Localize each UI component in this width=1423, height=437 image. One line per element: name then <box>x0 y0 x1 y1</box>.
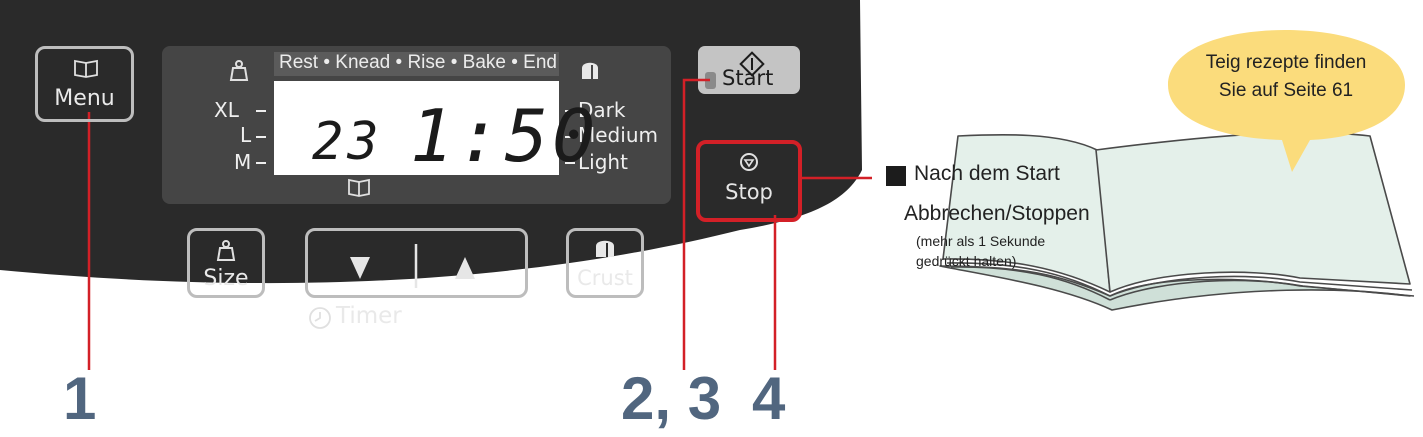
stage-bar <box>274 52 559 76</box>
callout-number-1: 1 <box>63 365 97 432</box>
triangle-up-icon <box>455 257 475 279</box>
lcd-time: 1:50 <box>410 94 600 178</box>
bread-icon <box>582 62 598 79</box>
stop-note-detail1: (mehr als 1 Sekunde <box>916 233 1046 249</box>
callout-number-2-3: 2, 3 <box>621 365 722 432</box>
book-icon <box>348 178 370 197</box>
stop-note-detail2: gedrückt halten) <box>916 253 1017 269</box>
start-button[interactable]: Start <box>698 46 800 94</box>
crust-button[interactable]: Crust <box>566 228 644 298</box>
lcd-stage-labels: Rest • Knead • Rise • Bake • End <box>279 52 557 73</box>
size-label-m: M <box>234 150 252 174</box>
callout-line-2 <box>682 78 710 370</box>
crust-button-label: Crust <box>577 266 633 290</box>
start-indicator-led <box>705 72 716 89</box>
size-tick-xl <box>256 110 266 112</box>
stop-note-line2: Abbrechen/Stoppen <box>904 202 1090 225</box>
size-tick-m <box>256 162 266 164</box>
menu-button[interactable]: Menu <box>35 46 134 122</box>
size-label-l: L <box>240 123 252 147</box>
weight-icon <box>229 60 249 81</box>
stop-note-title: Nach dem Start <box>914 162 1060 185</box>
crust-label-light: Light <box>578 150 628 174</box>
triangle-down-icon <box>350 257 370 279</box>
menu-button-label: Menu <box>54 86 115 111</box>
size-weight-icon <box>216 240 236 261</box>
crust-tick-light <box>565 162 575 164</box>
menu-book-icon <box>74 59 98 78</box>
lcd-menu-number: 23 <box>312 112 383 172</box>
timer-button[interactable] <box>305 228 528 298</box>
size-button[interactable]: Size <box>187 228 265 298</box>
stop-button[interactable]: Stop <box>698 142 800 220</box>
crust-label-dark: Dark <box>578 98 626 122</box>
size-button-label: Size <box>203 266 249 291</box>
speech-bubble <box>1168 30 1405 172</box>
start-icon <box>739 51 765 77</box>
stop-icon <box>740 153 758 171</box>
note-bullet <box>886 166 906 186</box>
bubble-line2: Sie auf Seite 61 <box>1218 80 1354 101</box>
stop-button-label: Stop <box>725 180 773 204</box>
lcd-screen <box>274 81 559 175</box>
crust-tick-dark <box>565 110 575 112</box>
bubble-line1: Teig rezepte finden <box>1205 52 1367 73</box>
crust-label-medium: Medium <box>578 123 658 147</box>
size-tick-l <box>256 136 266 138</box>
open-book-illustration <box>939 131 1415 311</box>
timer-label: Timer <box>336 303 402 329</box>
callout-number-4: 4 <box>752 365 786 432</box>
crust-bread-icon <box>596 240 614 257</box>
start-button-label: Start <box>722 66 774 90</box>
crust-tick-medium <box>565 136 575 138</box>
clock-icon <box>309 307 331 329</box>
stop-button-outline <box>696 140 802 222</box>
size-label-xl: XL <box>214 98 239 122</box>
start-button-bg <box>698 46 800 94</box>
